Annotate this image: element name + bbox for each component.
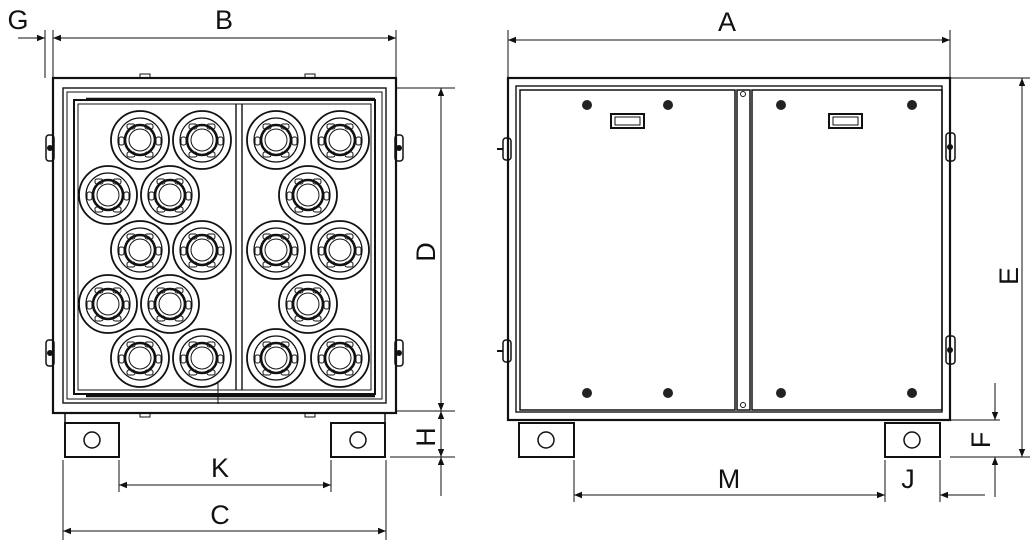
side-foot-right [884, 422, 941, 458]
left-hinge-upper [45, 134, 55, 162]
filter-cartridge [278, 274, 338, 334]
front-foot-left [64, 422, 120, 458]
filter-cartridge [172, 328, 232, 388]
dim-label-b: B [215, 5, 233, 35]
front-view [45, 73, 404, 458]
filter-cartridge [78, 274, 138, 334]
right-hinge-lower [394, 339, 404, 367]
side-foot-left [518, 422, 575, 458]
filter-cartridge [310, 328, 370, 388]
filter-cartridge [310, 110, 370, 170]
filter-cartridge [172, 110, 232, 170]
dim-label-a: A [718, 7, 736, 37]
filter-cartridge [140, 274, 200, 334]
filter-cartridge [78, 165, 138, 225]
filter-cartridge [278, 165, 338, 225]
right-hinge-upper [394, 134, 404, 162]
dimension-labels: B G A K C M J D H E F [7, 5, 1024, 530]
filter-cartridge [110, 110, 170, 170]
filter-cartridge [110, 328, 170, 388]
dim-label-e: E [994, 267, 1024, 285]
dimension-lines [18, 30, 1030, 540]
side-view [497, 76, 956, 458]
filter-cartridge [246, 328, 306, 388]
left-hinge-lower [45, 339, 55, 367]
access-door-right [751, 89, 943, 411]
dim-label-k: K [211, 453, 229, 483]
filter-cartridge [172, 220, 232, 280]
dim-label-g: G [7, 5, 28, 35]
filter-cartridge [140, 165, 200, 225]
filter-cartridge [110, 220, 170, 280]
filter-cartridge [246, 220, 306, 280]
door-latch-left-lower [497, 339, 512, 363]
dim-label-m: M [718, 464, 741, 494]
dim-label-f: F [966, 432, 996, 449]
dim-label-d: D [411, 242, 441, 262]
dim-label-j: J [901, 464, 915, 494]
filter-cartridge [246, 110, 306, 170]
door-hinge-right-lower [945, 335, 956, 365]
filter-cartridges [78, 110, 370, 388]
dim-label-h: H [411, 427, 441, 447]
filter-cartridge [310, 220, 370, 280]
access-door-left [519, 89, 736, 411]
door-latch-left-upper [497, 137, 512, 161]
door-hinge-right-upper [945, 132, 956, 162]
dim-label-c: C [210, 500, 230, 530]
front-foot-right [330, 422, 386, 458]
